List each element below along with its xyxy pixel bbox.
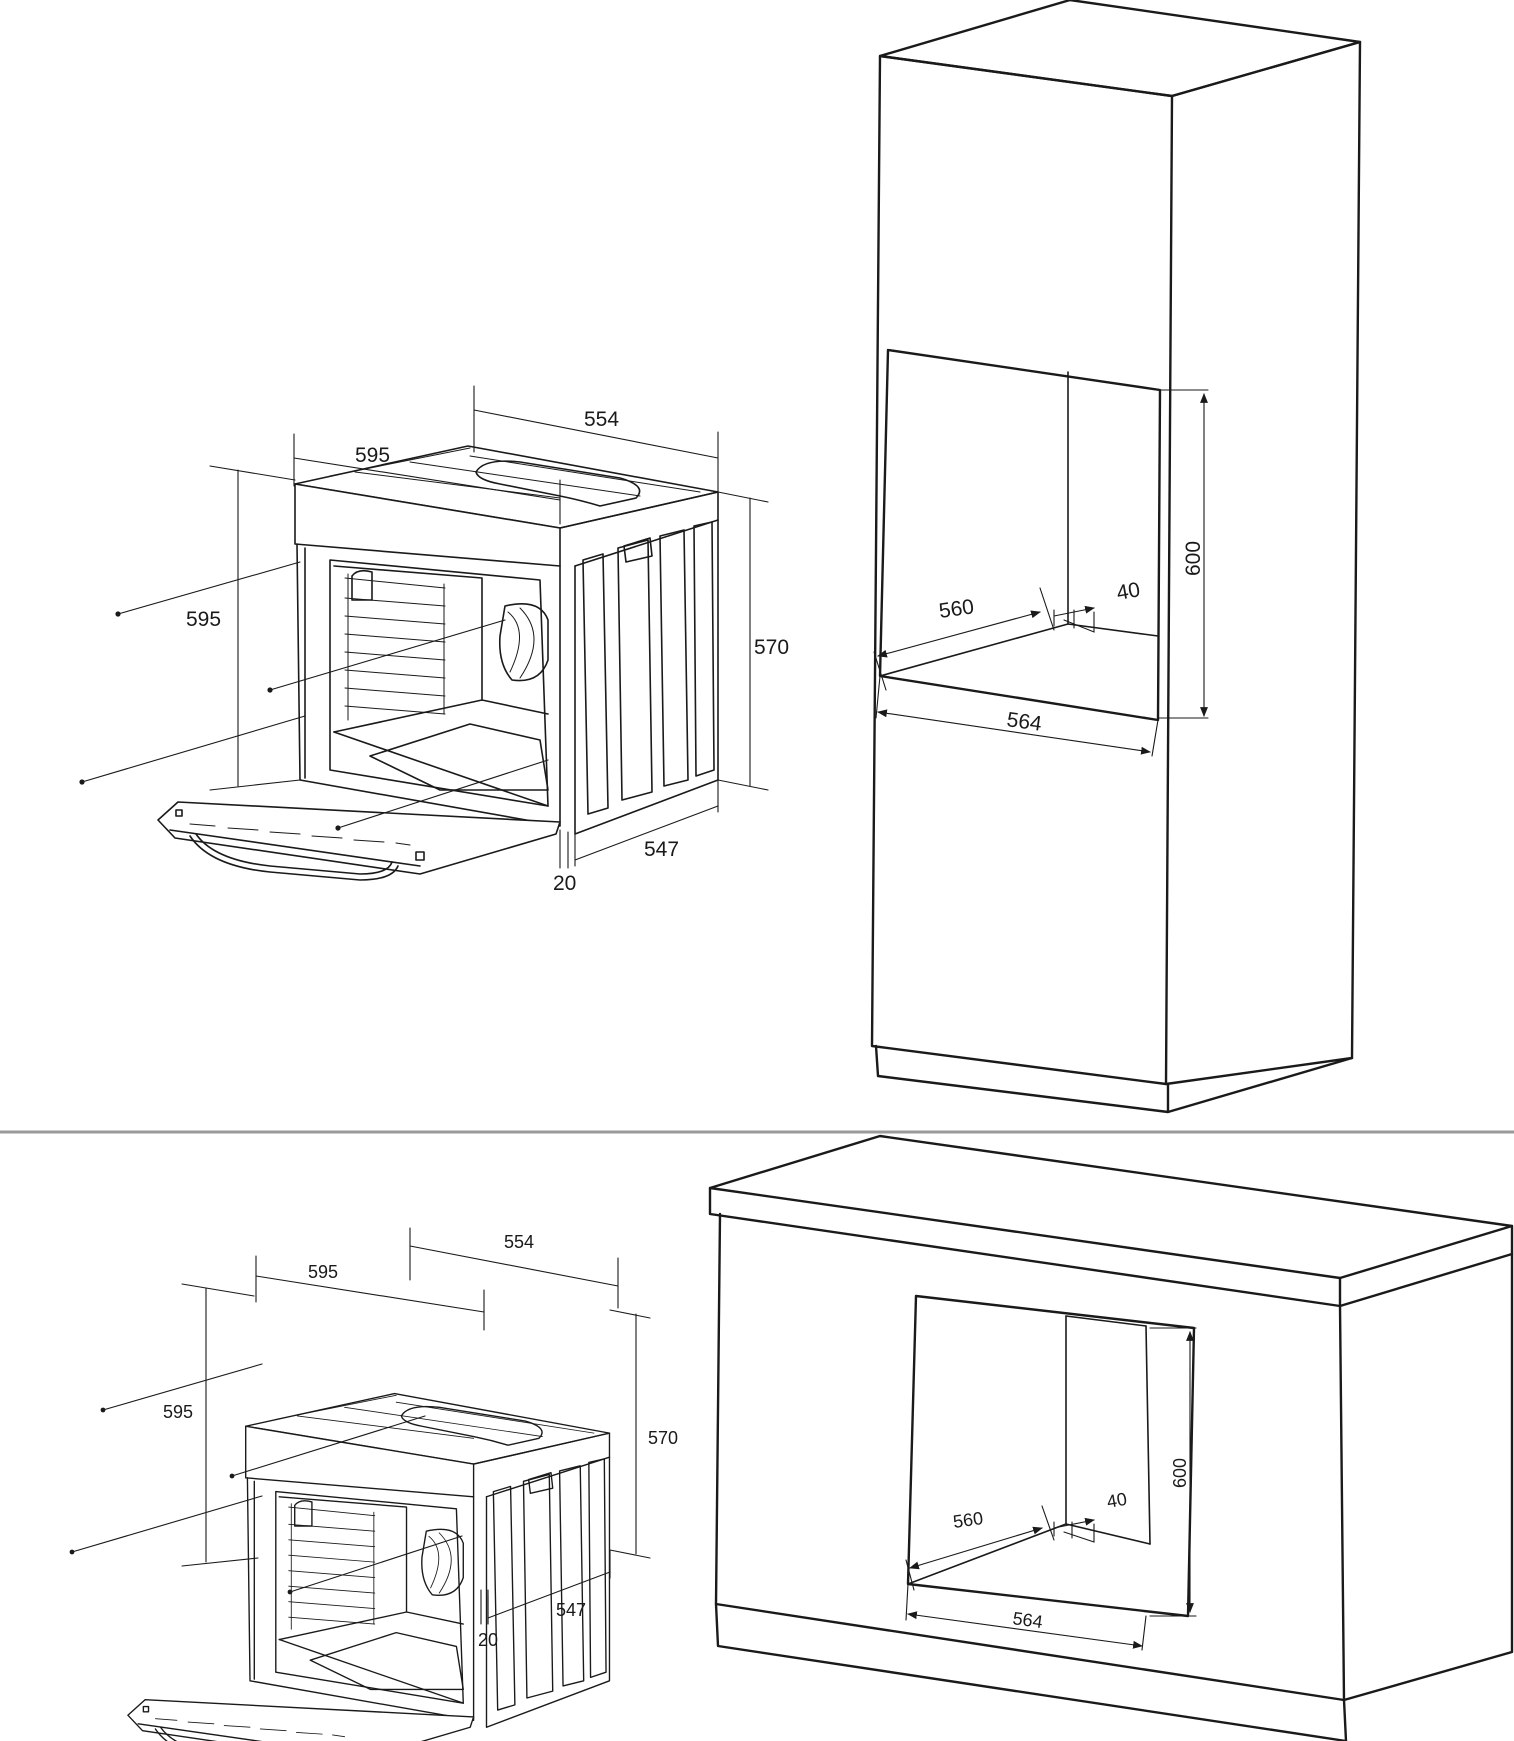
top-oven-drawing bbox=[157, 445, 719, 881]
top-oven-height-label: 595 bbox=[186, 608, 221, 631]
top-oven-body-depth-label: 547 bbox=[644, 838, 679, 861]
bottom-oven-drawing bbox=[127, 1392, 611, 1741]
top-oven-depth-label: 554 bbox=[584, 408, 619, 431]
bottom-oven-width-label: 595 bbox=[308, 1262, 338, 1282]
base-cabinet-rear-gap-label: 40 bbox=[1105, 1489, 1128, 1512]
base-cabinet-niche-front-width-label: 564 bbox=[1011, 1608, 1044, 1632]
tall-cabinet-labels: 560 40 564 600 bbox=[937, 541, 1205, 736]
bottom-oven-height-label: 595 bbox=[163, 1402, 193, 1422]
bottom-oven-depth-label: 554 bbox=[504, 1232, 534, 1252]
bottom-oven-body-depth-label: 547 bbox=[556, 1600, 586, 1620]
bottom-oven-side-height-label: 570 bbox=[648, 1428, 678, 1448]
bottom-oven-labels: 554 595 595 570 547 20 bbox=[163, 1232, 678, 1650]
tall-cabinet-dimensions bbox=[873, 389, 1209, 757]
top-oven-side-height-label: 570 bbox=[754, 636, 789, 659]
top-oven-width-label: 595 bbox=[355, 444, 390, 467]
top-oven-dimensions bbox=[79, 385, 769, 869]
base-cabinet-niche-width-label: 560 bbox=[952, 1508, 985, 1532]
top-oven-front-thickness-label: 20 bbox=[553, 872, 576, 895]
tall-cabinet-niche-height-label: 600 bbox=[1182, 541, 1205, 576]
tall-cabinet-rear-gap-label: 40 bbox=[1115, 578, 1142, 605]
bottom-oven-dimensions bbox=[69, 1227, 651, 1625]
tall-cabinet-drawing bbox=[870, 0, 1362, 1114]
base-cabinet-drawing bbox=[708, 1134, 1514, 1741]
base-cabinet-labels: 560 40 564 600 bbox=[952, 1458, 1190, 1632]
bottom-oven-front-thickness-label: 20 bbox=[478, 1630, 498, 1650]
tall-cabinet-niche-front-width-label: 564 bbox=[1005, 708, 1043, 736]
top-oven-labels: 554 595 595 570 547 20 bbox=[186, 408, 789, 895]
base-cabinet-dimensions bbox=[905, 1327, 1197, 1651]
base-cabinet-niche-height-label: 600 bbox=[1170, 1458, 1190, 1488]
tall-cabinet-niche-width-label: 560 bbox=[937, 595, 975, 623]
